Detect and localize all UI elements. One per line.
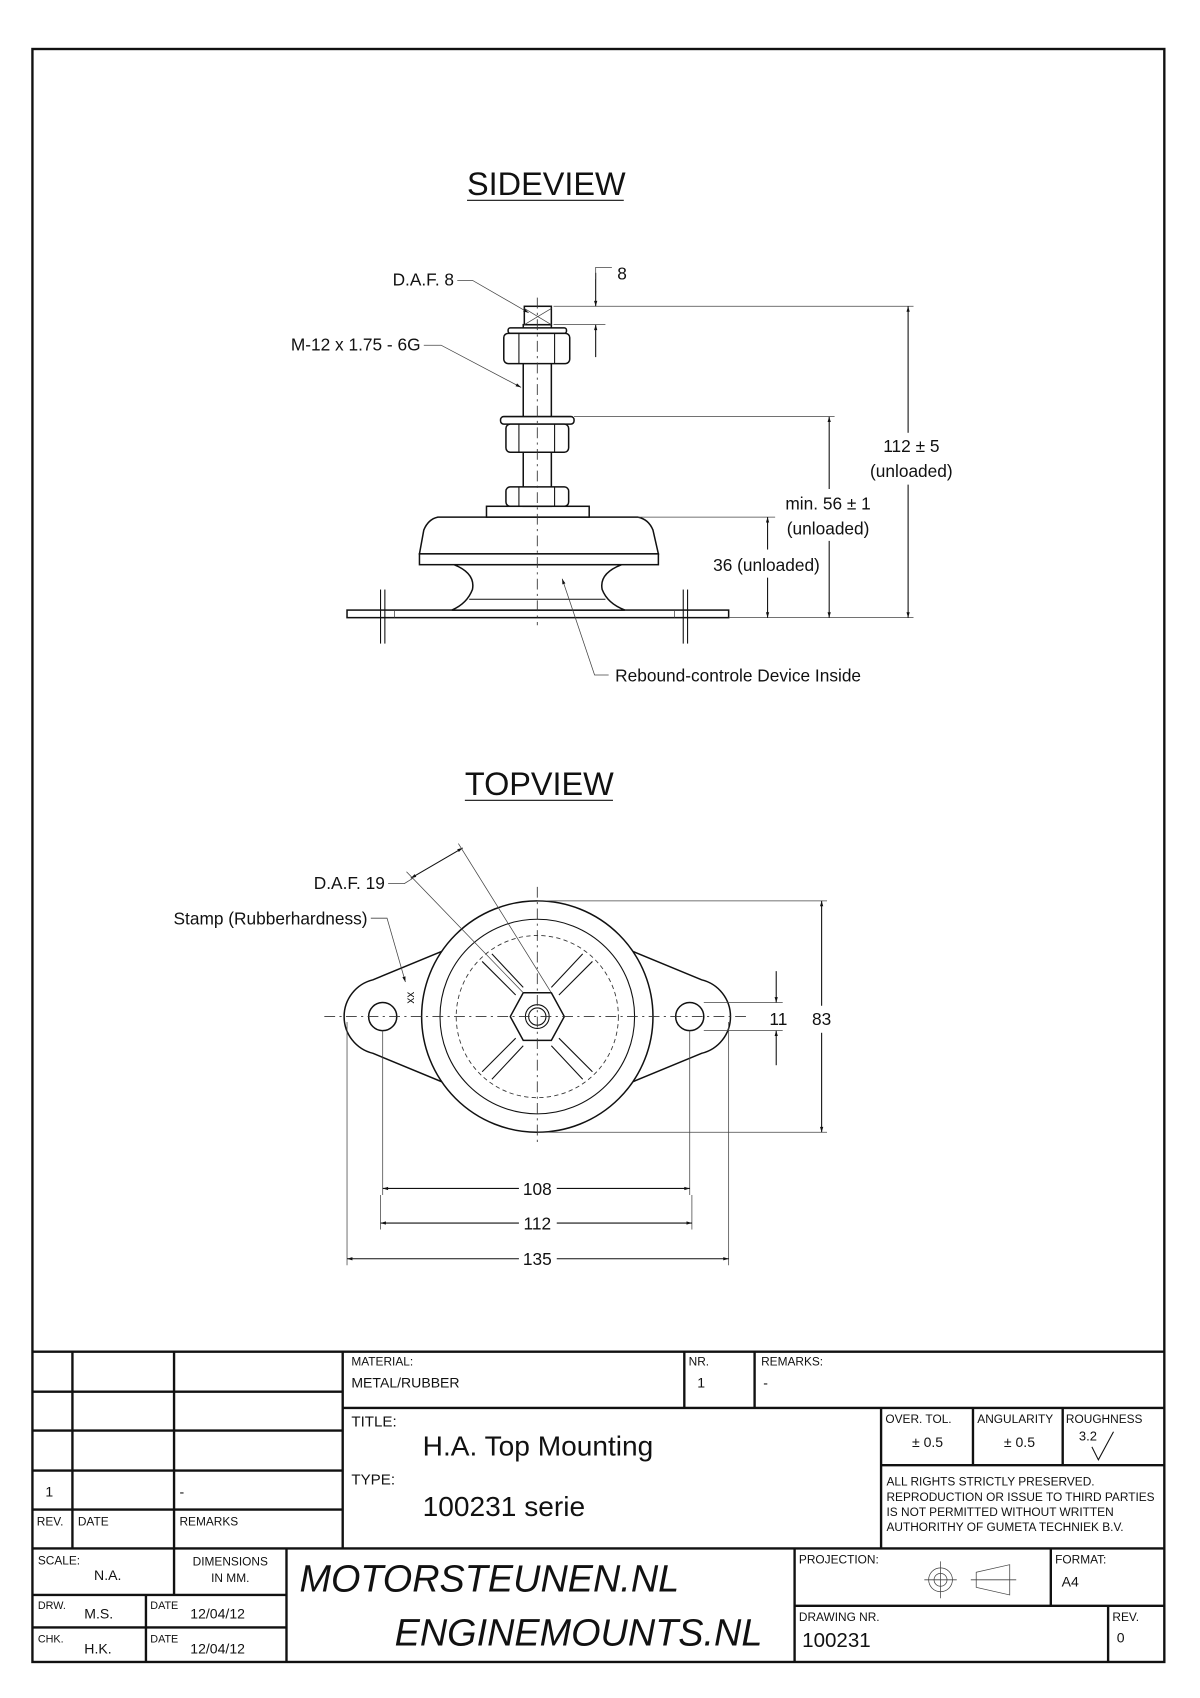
rubber-waist <box>451 563 626 611</box>
daf-8-label: D.A.F. 8 <box>393 270 454 290</box>
dim-min-height-note: (unloaded) <box>787 518 870 538</box>
rights-line-4: AUTHORITHY OF GUMETA TECHNIEK B.V. <box>886 1520 1123 1534</box>
scale-value: N.A. <box>94 1567 121 1583</box>
drw-date: 12/04/12 <box>190 1606 245 1622</box>
sideview: SIDEVIEW 112 ± 5 (unloaded) min. 56 ± 1 … <box>291 166 953 685</box>
over-tol-label: OVER. TOL. <box>885 1412 951 1426</box>
rev-label: REV. <box>1112 1610 1139 1624</box>
angularity-label: ANGULARITY <box>977 1412 1053 1426</box>
dim-135: 135 <box>523 1249 552 1269</box>
rubber-dome <box>418 516 660 555</box>
drw-label: DRW. <box>38 1600 66 1612</box>
dim-rubber-height: 36 (unloaded) <box>713 555 820 575</box>
dimensions-line-1: DIMENSIONS <box>193 1555 268 1569</box>
dim-8: 8 <box>617 263 627 283</box>
rev-row-rev: 1 <box>45 1484 53 1500</box>
dimensions-line-2: IN MM. <box>211 1571 249 1585</box>
roughness-symbol <box>1091 1431 1114 1461</box>
chk-date-label: DATE <box>150 1634 178 1646</box>
remarks-label: REMARKS: <box>761 1355 823 1369</box>
sideview-title: SIDEVIEW <box>467 166 626 202</box>
type-label: TYPE: <box>351 1472 395 1489</box>
rev-value: 0 <box>1117 1630 1125 1646</box>
drawing-nr: 100231 <box>802 1629 871 1652</box>
remarks-col-label: REMARKS <box>179 1515 238 1529</box>
drw-value: M.S. <box>84 1606 113 1622</box>
dim-112: 112 <box>524 1214 552 1234</box>
chk-value: H.K. <box>84 1640 111 1656</box>
format-value: A4 <box>1062 1573 1079 1589</box>
base-plate <box>346 609 730 619</box>
rights-line-2: REPRODUCTION OR ISSUE TO THIRD PARTIES <box>886 1490 1154 1504</box>
chk-label: CHK. <box>38 1634 64 1646</box>
dim-83: 83 <box>812 1009 831 1029</box>
upper-nut <box>503 332 571 365</box>
daf-19-label: D.A.F. 19 <box>314 873 385 893</box>
topview-title: TOPVIEW <box>465 766 614 802</box>
dim-min-height: min. 56 ± 1 <box>785 494 870 514</box>
angularity-value: ± 0.5 <box>1004 1434 1035 1450</box>
dim-11: 11 <box>769 1009 787 1029</box>
stud-square <box>523 305 553 326</box>
rebound-label: Rebound-controle Device Inside <box>615 665 861 685</box>
over-tol-value: ± 0.5 <box>912 1434 943 1450</box>
dim-108: 108 <box>523 1179 552 1199</box>
projection-label: PROJECTION: <box>799 1553 879 1567</box>
scale-label: SCALE: <box>38 1554 80 1568</box>
title-label: TITLE: <box>351 1413 396 1430</box>
format-label: FORMAT: <box>1055 1553 1106 1567</box>
rev-col-label: REV. <box>37 1515 64 1529</box>
chk-date: 12/04/12 <box>190 1640 245 1656</box>
roughness-value: 3.2 <box>1079 1428 1097 1443</box>
rights-line-1: ALL RIGHTS STRICTLY PRESERVED. <box>886 1475 1094 1489</box>
brand-enginemounts: ENGINEMOUNTS.NL <box>395 1613 763 1655</box>
drawing-type: 100231 serie <box>423 1491 585 1522</box>
roughness-label: ROUGHNESS <box>1066 1412 1143 1426</box>
stamp-mark: xx <box>403 992 417 1004</box>
rights-line-3: IS NOT PERMITTED WITHOUT WRITTEN <box>886 1505 1113 1519</box>
projection-symbol-icon <box>924 1561 1017 1599</box>
nr-value: 1 <box>697 1374 705 1390</box>
material-value: METAL/RUBBER <box>351 1374 459 1390</box>
dim-total-height: 112 ± 5 <box>883 436 939 456</box>
material-label: MATERIAL: <box>351 1355 413 1369</box>
brand-motorsteunen: MOTORSTEUNEN.NL <box>299 1559 679 1601</box>
thread-label: M-12 x 1.75 - 6G <box>291 335 421 355</box>
drw-date-label: DATE <box>150 1600 178 1612</box>
drawing-title: H.A. Top Mounting <box>423 1430 654 1461</box>
date-col-label: DATE <box>78 1515 109 1529</box>
title-block: MATERIAL: METAL/RUBBER NR. 1 REMARKS: - … <box>32 1350 1165 1662</box>
rev-row-remarks: - <box>179 1484 184 1500</box>
dim-total-height-note: (unloaded) <box>870 461 953 481</box>
drawing-nr-label: DRAWING NR. <box>799 1610 880 1624</box>
nr-label: NR. <box>689 1355 709 1369</box>
stamp-label: Stamp (Rubberhardness) <box>174 909 368 929</box>
remarks-value: - <box>763 1374 768 1390</box>
drawing-border <box>31 47 1166 1664</box>
topview: TOPVIEW 83 11 108 112 135 D.A.F. 19 Stam… <box>174 766 832 1269</box>
top-plate <box>485 505 590 518</box>
